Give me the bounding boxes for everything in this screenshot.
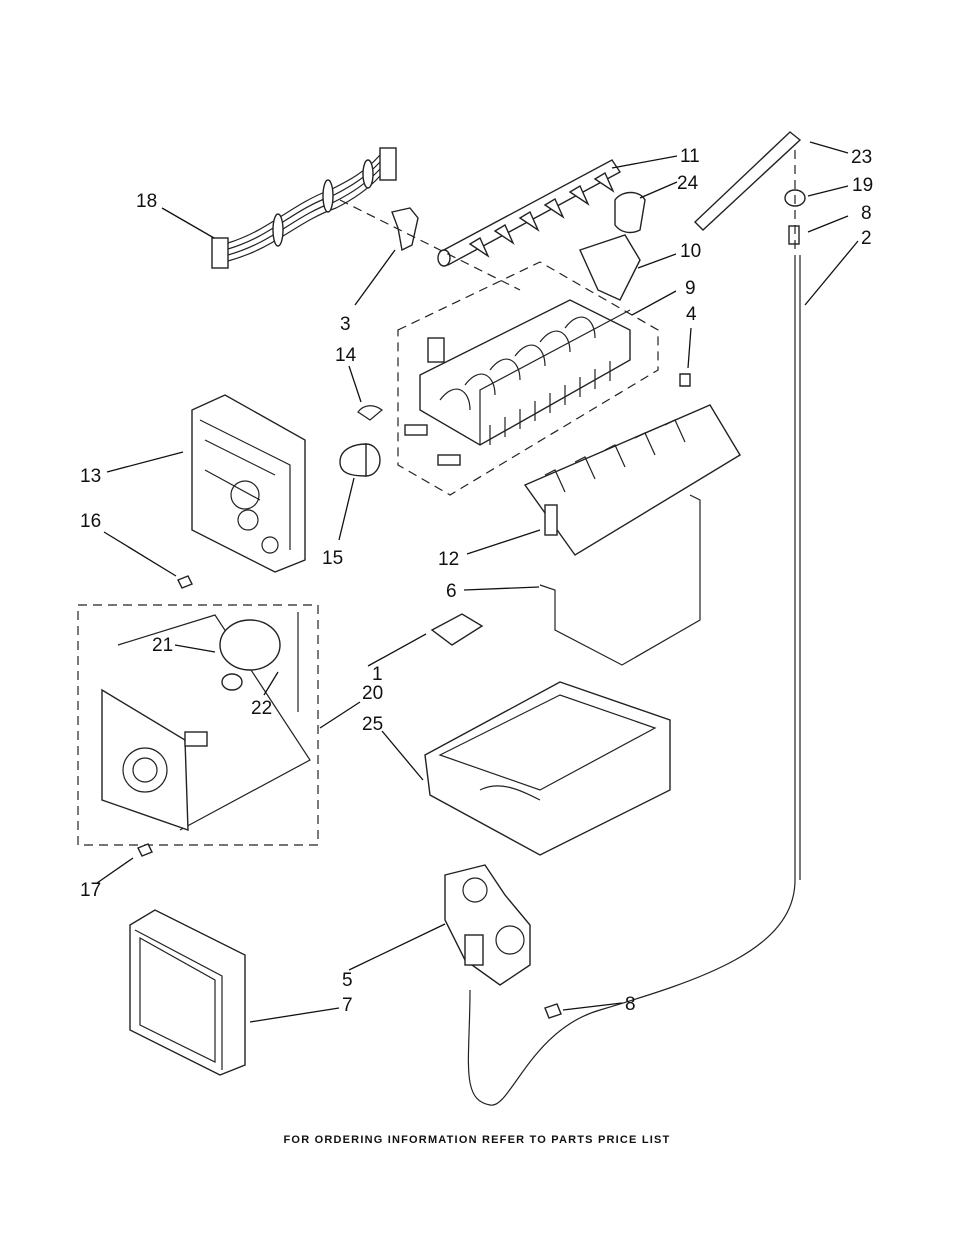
callout-16: 16 <box>80 511 101 532</box>
screw-part-8 <box>544 1003 562 1019</box>
cam-part <box>614 191 646 234</box>
callout-17: 17 <box>80 880 101 901</box>
callout-19: 19 <box>852 175 873 196</box>
callout-20: 20 <box>362 683 383 704</box>
motor-module-part <box>77 604 319 846</box>
clip-part <box>391 207 419 252</box>
screw-part-16 <box>177 575 193 589</box>
callout-8-top: 8 <box>861 203 872 224</box>
thermostat-part <box>339 443 381 477</box>
ejector-part <box>437 159 622 267</box>
callout-23: 23 <box>851 147 872 168</box>
callout-4: 4 <box>686 304 697 325</box>
callout-3: 3 <box>340 314 351 335</box>
ice-bin-part <box>424 681 671 856</box>
screw-part-4 <box>679 373 691 387</box>
callout-10: 10 <box>680 241 701 262</box>
callout-22: 22 <box>251 698 272 719</box>
callout-14: 14 <box>335 345 357 366</box>
callout-6: 6 <box>446 581 457 602</box>
callout-12: 12 <box>438 549 459 570</box>
callout-25: 25 <box>362 714 383 735</box>
feeler-arm-part <box>539 494 701 666</box>
callout-7: 7 <box>342 995 353 1016</box>
shield-part <box>430 613 484 646</box>
callout-13: 13 <box>80 466 101 487</box>
leader-lines <box>96 141 859 1023</box>
fill-tube-part <box>693 131 802 231</box>
callout-15: 15 <box>322 548 343 569</box>
callout-9: 9 <box>685 278 696 299</box>
small-clip-part <box>357 405 383 421</box>
callout-5: 5 <box>342 970 353 991</box>
bracket-part <box>579 234 641 301</box>
callout-labels: 18 11 24 23 19 8 2 10 9 4 3 14 13 16 15 … <box>80 146 873 1016</box>
callout-21: 21 <box>152 635 173 656</box>
callout-2: 2 <box>861 228 872 249</box>
cover-part <box>129 909 246 1076</box>
nut-part-top <box>788 225 800 245</box>
water-tube-part <box>467 255 796 1106</box>
ice-stripper-part <box>523 404 741 556</box>
screw-part-17 <box>137 843 153 857</box>
callout-24: 24 <box>677 173 699 194</box>
callout-1: 1 <box>372 664 383 685</box>
water-valve-part <box>444 864 531 986</box>
control-housing-part <box>191 394 306 573</box>
footer-note: FOR ORDERING INFORMATION REFER TO PARTS … <box>283 1134 671 1146</box>
callout-8-bottom: 8 <box>625 994 636 1015</box>
callout-18: 18 <box>136 191 157 212</box>
wire-harness-part <box>211 147 397 269</box>
ice-mold-part <box>397 261 659 496</box>
callout-11: 11 <box>680 146 700 167</box>
